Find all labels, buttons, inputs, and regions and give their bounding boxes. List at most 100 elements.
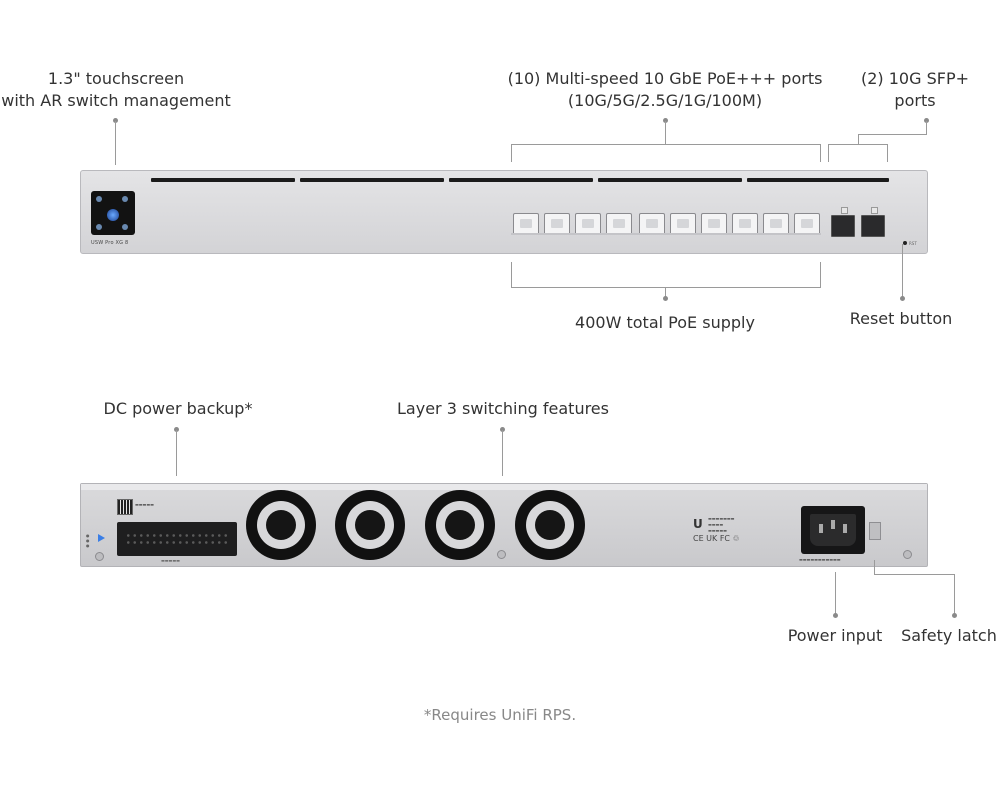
model-tag: USW Pro XG 8 (91, 240, 129, 246)
vent-slot (449, 178, 593, 182)
vent-slot (300, 178, 444, 182)
sfp-port[interactable] (831, 215, 855, 237)
latch-leader-horizontal (874, 574, 955, 575)
switch-front-panel: USW Pro XG 8 RST (80, 170, 928, 254)
sfp-port[interactable] (861, 215, 885, 237)
settings-icon (122, 224, 128, 230)
sfp-label: (2) 10G SFP+ ports (850, 68, 980, 112)
poe-leader-vertical (665, 287, 666, 298)
ports-bracket-right (820, 144, 821, 162)
switch-back-panel: ●●● ▬▬▬▬▬ ▬▬▬▬▬ U ▬▬▬▬▬▬▬▬▬▬▬▬▬▬▬▬ CE UK… (80, 483, 928, 567)
home-icon (96, 196, 102, 202)
vent-slot (747, 178, 889, 182)
rj45-port[interactable] (670, 213, 696, 235)
sfp-leader-down (858, 134, 859, 144)
dc-power-connector[interactable] (117, 522, 237, 556)
left-port-marking: ●●● (86, 533, 90, 548)
vent-slot (151, 178, 295, 182)
sfp-bracket-top (828, 144, 888, 145)
power-inlet-socket (810, 514, 856, 546)
sfp-indicator (841, 207, 848, 214)
sfp-leader-horizontal (858, 134, 927, 135)
rj45-port[interactable] (701, 213, 727, 235)
ports-label-line2: (10G/5G/2.5G/1G/100M) (567, 91, 763, 110)
touchscreen-label: 1.3" touchscreen with AR switch manageme… (0, 68, 232, 112)
touchscreen-label-line1: 1.3" touchscreen (47, 69, 185, 88)
sfp-leader-vertical (926, 121, 927, 135)
power-icon (96, 224, 102, 230)
poe-bracket-left (511, 262, 512, 288)
cooling-fan (425, 490, 495, 560)
sfp-bracket-left (828, 144, 829, 162)
rj45-port[interactable] (732, 213, 758, 235)
screw-icon (903, 550, 912, 559)
poe-label: 400W total PoE supply (575, 313, 755, 332)
touchscreen-display[interactable] (91, 191, 135, 235)
layer3-leader-dot (500, 427, 505, 432)
layer3-leader-line (502, 430, 503, 476)
ports-leader-dot (663, 118, 668, 123)
power-label: Power input (787, 626, 883, 645)
sfp-label-line2: ports (894, 91, 936, 110)
reset-button[interactable] (903, 241, 907, 245)
certification-text: ▬▬▬▬▬▬▬▬▬▬▬▬▬▬▬▬ (708, 516, 735, 533)
reset-leader-line (902, 244, 903, 298)
rj45-port[interactable] (575, 213, 601, 235)
ports-leader-vertical (665, 121, 666, 144)
touchscreen-leader-line (115, 121, 116, 165)
layer3-label: Layer 3 switching features (397, 399, 609, 418)
status-orb-icon (107, 209, 119, 221)
reset-tag: RST (909, 241, 917, 246)
power-rating-text: ▬▬▬▬▬▬▬▬▬▬▬ (799, 557, 841, 562)
dc-leader-line (176, 430, 177, 476)
sfp-bracket-right (887, 144, 888, 162)
rj45-port[interactable] (544, 213, 570, 235)
sfp-leader-dot (924, 118, 929, 123)
qr-code-icon (117, 499, 133, 515)
back-top-edge (81, 484, 927, 490)
sfp-indicator (871, 207, 878, 214)
rj45-port[interactable] (794, 213, 820, 235)
power-leader-line (835, 572, 836, 615)
power-pin (831, 520, 835, 529)
sfp-label-line1: (2) 10G SFP+ (860, 69, 969, 88)
screw-icon (497, 550, 506, 559)
ports-label: (10) Multi-speed 10 GbE PoE+++ ports (10… (500, 68, 830, 112)
rj45-port[interactable] (639, 213, 665, 235)
safety-latch[interactable] (869, 522, 881, 540)
rj45-port[interactable] (513, 213, 539, 235)
latch-leader-down (954, 574, 955, 615)
poe-bracket-bottom (511, 287, 821, 288)
power-leader-dot (833, 613, 838, 618)
screw-icon (95, 552, 104, 561)
ac-power-inlet[interactable] (801, 506, 865, 554)
cooling-fan (515, 490, 585, 560)
unifi-logo-icon: U (693, 517, 703, 531)
power-pin (843, 524, 847, 533)
reset-leader-dot (900, 296, 905, 301)
power-pin (819, 524, 823, 533)
ports-label-line1: (10) Multi-speed 10 GbE PoE+++ ports (507, 69, 823, 88)
cooling-fan (246, 490, 316, 560)
rj45-port[interactable] (606, 213, 632, 235)
port-led-strip (511, 233, 821, 235)
latch-leader-vertical (874, 560, 875, 575)
vent-slot (598, 178, 742, 182)
serial-label: ▬▬▬▬▬ (135, 502, 154, 507)
ports-bracket-top (511, 144, 821, 145)
poe-bracket-right (820, 262, 821, 288)
blue-led-icon (98, 534, 105, 542)
rj45-port[interactable] (763, 213, 789, 235)
dc-leader-dot (174, 427, 179, 432)
cooling-fan (335, 490, 405, 560)
footnote: *Requires UniFi RPS. (423, 706, 577, 724)
dc-connector-pins (125, 532, 229, 546)
certification-marks: CE UK FC ♲ (693, 534, 740, 543)
lock-icon (122, 196, 128, 202)
poe-leader-dot (663, 296, 668, 301)
latch-label: Safety latch (901, 626, 997, 645)
reset-label: Reset button (849, 309, 953, 328)
ports-bracket-left (511, 144, 512, 162)
dc-connector-marking: ▬▬▬▬▬ (161, 558, 180, 563)
latch-leader-dot (952, 613, 957, 618)
